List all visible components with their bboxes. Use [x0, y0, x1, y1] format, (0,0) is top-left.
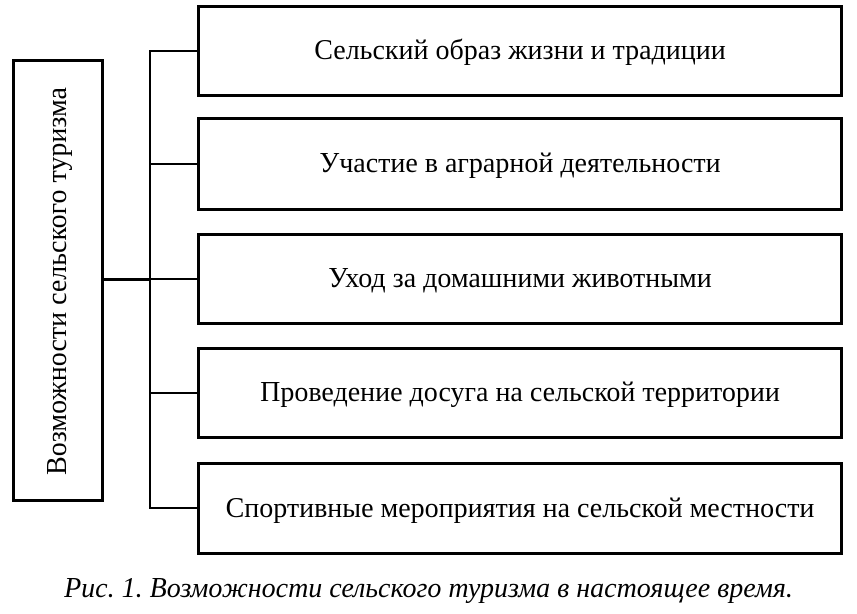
connector-stub-3: [150, 278, 197, 280]
branch-box-rural-leisure: Проведение досуга на сельской территории: [197, 347, 843, 439]
connector-stub-5: [150, 507, 197, 509]
branch-box-agrarian-activity: Участие в аграрной деятельности: [197, 117, 843, 211]
connector-stub-4: [150, 392, 197, 394]
connector-stub-1: [150, 50, 197, 52]
branch-box-rural-lifestyle: Сельский образ жизни и традиции: [197, 5, 843, 97]
connector-stub-2: [150, 163, 197, 165]
branch-box-label: Участие в аграрной деятельности: [319, 148, 721, 179]
branch-box-label: Сельский образ жизни и традиции: [314, 35, 726, 66]
figure-caption: Рис. 1. Возможности сельского туризма в …: [64, 573, 793, 604]
root-box: Возможности сельского туризма: [12, 59, 104, 502]
branch-box-animal-care: Уход за домашними животными: [197, 233, 843, 325]
connector-trunk: [104, 278, 150, 281]
root-box-label: Возможности сельского туризма: [42, 86, 73, 475]
branch-box-label: Уход за домашними животными: [328, 263, 712, 294]
branch-box-label: Проведение досуга на сельской территории: [260, 377, 780, 408]
branch-box-sport-events: Спортивные мероприятия на сельской местн…: [197, 462, 843, 555]
branch-box-label: Спортивные мероприятия на сельской местн…: [225, 492, 815, 524]
